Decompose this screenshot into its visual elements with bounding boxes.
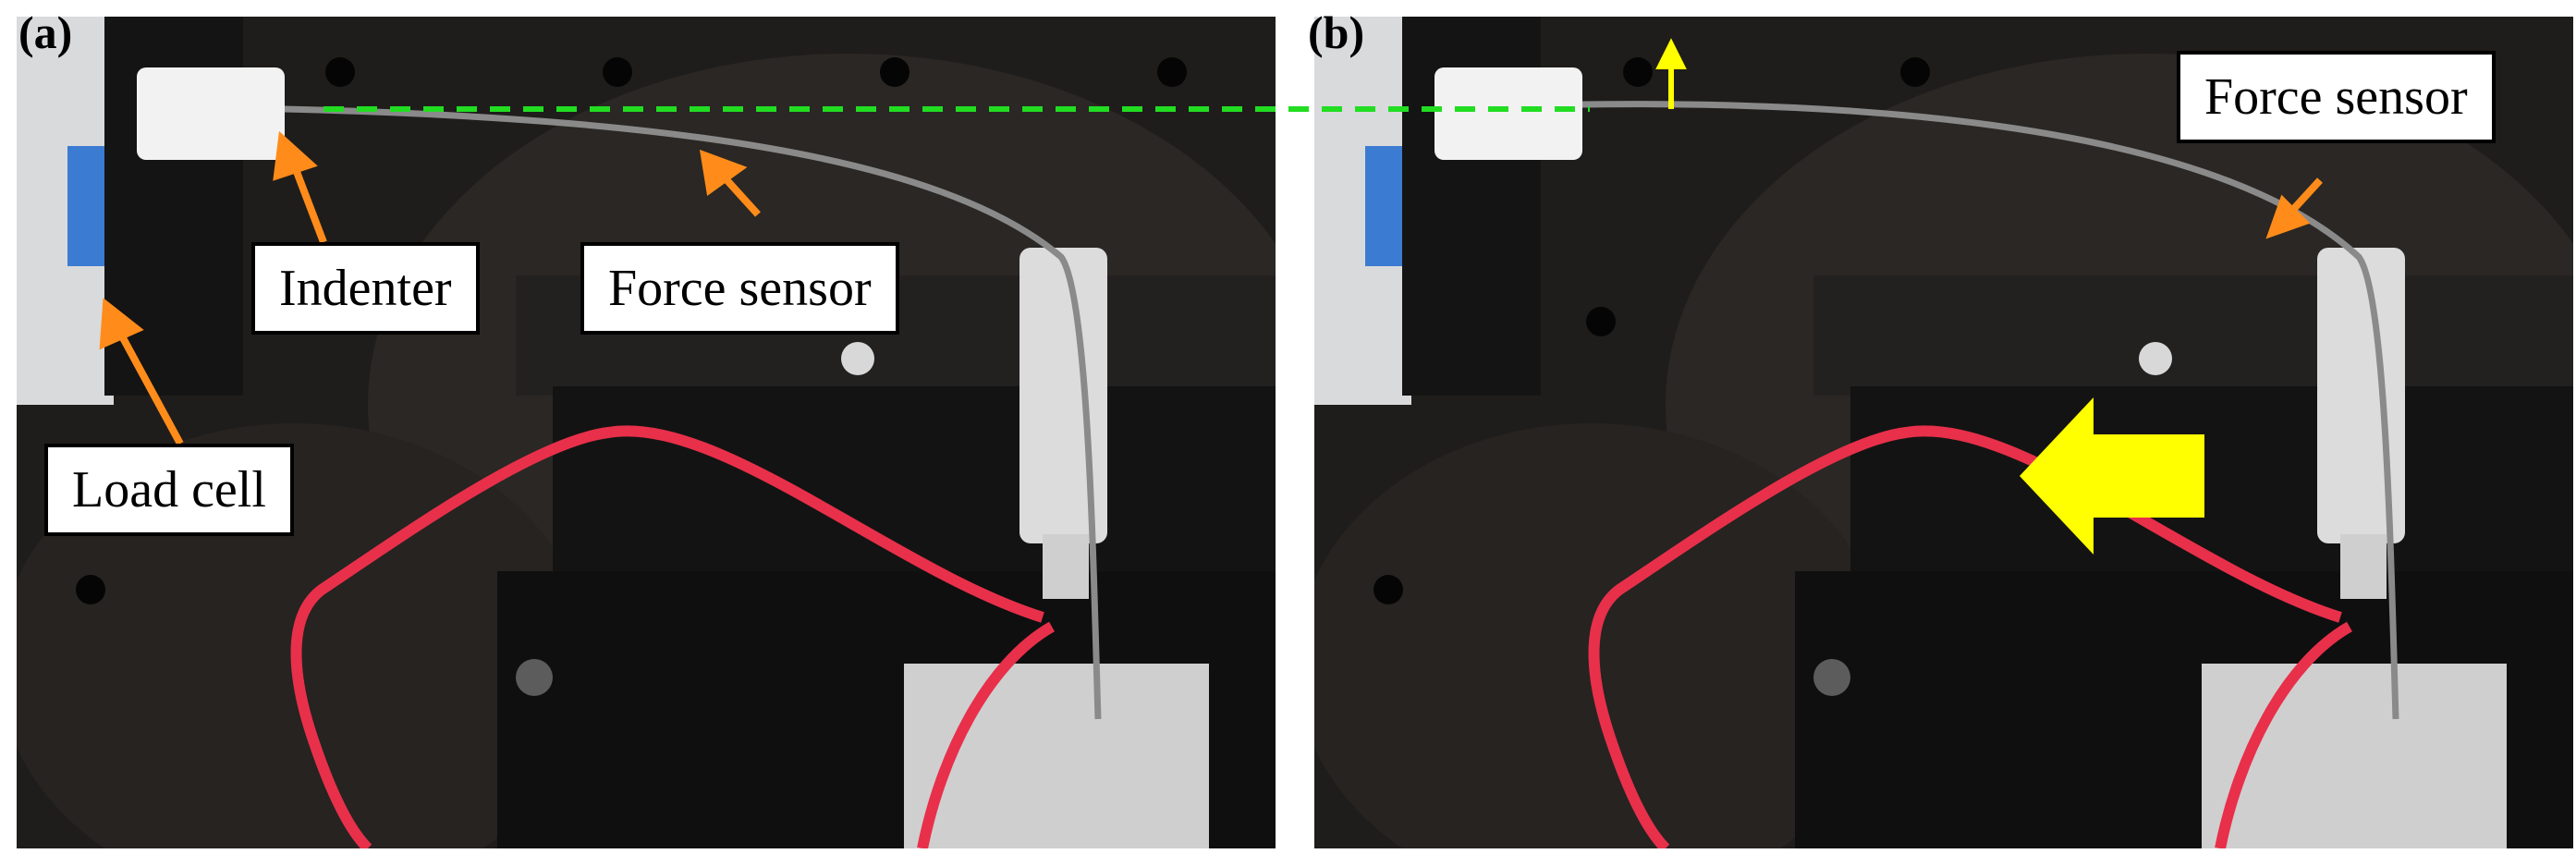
photo-scene-b xyxy=(1314,17,2573,848)
photo-panel-b xyxy=(1314,17,2573,848)
force-sensor-callout-b: Force sensor xyxy=(2177,51,2496,143)
panel-label-b: (b) xyxy=(1308,6,1365,58)
panel-label-a: (a) xyxy=(18,6,73,58)
force-sensor-callout-a: Force sensor xyxy=(580,242,899,335)
photo-panel-a xyxy=(17,17,1276,848)
photo-scene-a xyxy=(17,17,1276,848)
indenter-callout: Indenter xyxy=(251,242,480,335)
load-cell-callout: Load cell xyxy=(44,444,294,536)
